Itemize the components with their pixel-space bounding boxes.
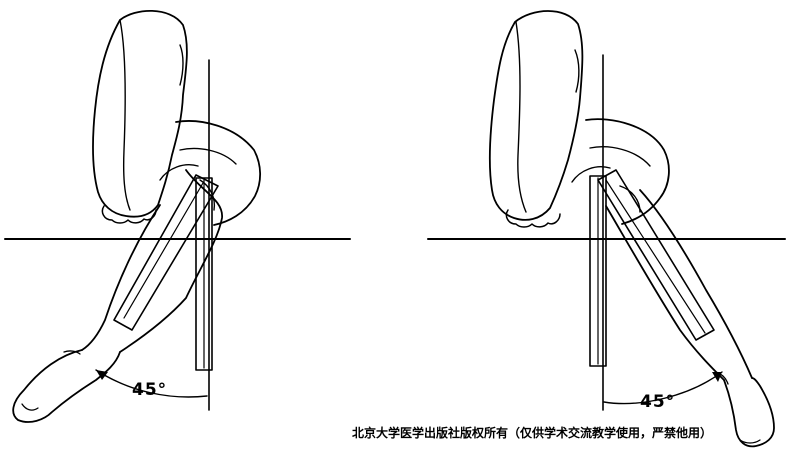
buttock-fold: [179, 147, 237, 165]
lower-leg: [605, 189, 753, 381]
raised-thigh: [488, 10, 584, 221]
arc-arrowhead: [96, 370, 108, 380]
raised-thigh: [92, 9, 188, 218]
goniometer-moving-arm: [113, 174, 219, 331]
goniometer-fixed-arm: [589, 175, 607, 367]
goniometer-right: [589, 169, 715, 367]
knee-crease: [574, 49, 580, 93]
copyright-watermark: 北京大学医学出版社版权所有（仅供学术交流教学使用，严禁他用）: [352, 426, 713, 440]
foot: [723, 377, 775, 448]
left-panel: [4, 9, 351, 423]
knee-cap: [619, 185, 641, 213]
pelvis: [175, 120, 262, 226]
toe-line: [739, 439, 761, 444]
goniometer-moving-arm: [597, 169, 715, 341]
ankle-line: [63, 350, 81, 355]
foot: [12, 349, 121, 423]
raised-foot-toes: [101, 205, 157, 224]
arc-arrowhead: [712, 372, 722, 382]
goniometer-arm-line: [605, 179, 706, 334]
goniometer-arm-line: [123, 182, 204, 319]
hip-crease: [571, 166, 611, 183]
angle-arc: [95, 369, 208, 398]
angle-label-left: 45°: [132, 380, 168, 400]
thigh-contour: [119, 19, 131, 211]
thigh-contour: [515, 21, 527, 213]
right-panel: [427, 10, 786, 448]
hip-crease: [159, 164, 199, 181]
toe-line: [21, 403, 39, 411]
raised-foot-toes: [505, 209, 561, 228]
angle-arc: [603, 371, 723, 405]
goniometer-left: [113, 174, 219, 371]
angle-label-right: 45°: [640, 392, 676, 412]
lower-leg: [81, 169, 223, 353]
pelvis: [585, 118, 670, 225]
knee-crease: [179, 44, 184, 86]
goniometer-fixed-arm: [195, 177, 213, 371]
buttock-fold: [589, 146, 651, 167]
